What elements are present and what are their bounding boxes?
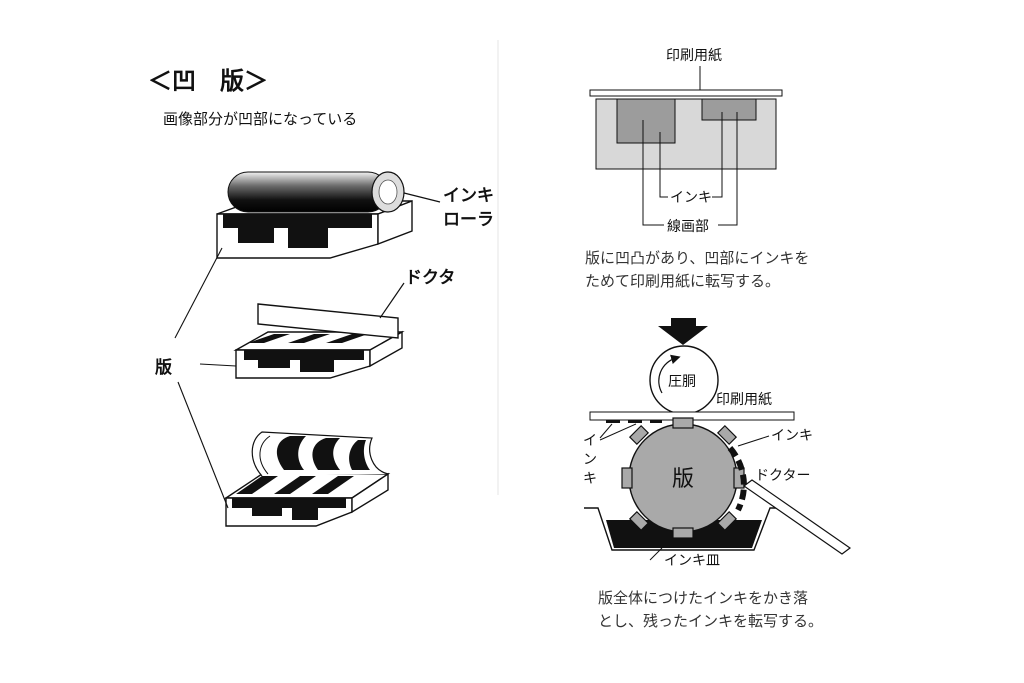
tr-caption-line1: 版に凹凸があり、凹部にインキを [585, 249, 809, 267]
br-ink-vertical-2: ン [583, 452, 597, 468]
plate-label-left: 版 [155, 357, 172, 378]
br-ink-label-right: インキ [771, 428, 813, 444]
tr-ink-well-left [616, 98, 676, 144]
doctor-blade [257, 303, 399, 339]
tr-ink-well-right [701, 98, 757, 121]
br-doctor-label: ドクター [755, 468, 810, 484]
br-ink-leader-left-2 [599, 423, 637, 441]
rotation-arrow-icon [658, 354, 681, 394]
plate-with-paper [223, 431, 391, 527]
ink-tray [584, 507, 790, 551]
pressure-arrow-icon [658, 318, 708, 345]
transferred-ink-1 [606, 420, 620, 423]
roller-label-line2: ローラ [443, 210, 494, 230]
plate-leader-middle [199, 363, 237, 367]
doctor-leader [379, 282, 405, 319]
doctor-blade-right [742, 479, 852, 555]
br-paper-label: 印刷用紙 [716, 392, 772, 408]
left-subtitle: 画像部分が凹部になっている [163, 110, 357, 128]
tr-caption-line2: ためて印刷用紙に転写する。 [585, 272, 780, 290]
tr-printing-paper [589, 89, 783, 97]
plate-with-doctor [233, 303, 405, 379]
ink-roller [227, 171, 389, 213]
roller-leader [403, 192, 441, 203]
plate-cylinder [621, 417, 747, 539]
tr-ink-leader-right [712, 112, 723, 198]
tr-paper-label: 印刷用紙 [666, 48, 722, 64]
br-ink-tray-leader [649, 547, 663, 561]
tr-ink-label: インキ [670, 190, 712, 206]
roller-label-line1: インキ [443, 186, 494, 206]
tr-ink-leader-left [659, 132, 668, 198]
plate-with-roller [216, 171, 413, 259]
br-ink-leader-right [737, 435, 770, 447]
br-ink-vertical-3: キ [583, 471, 597, 487]
transferred-ink-2 [628, 420, 642, 423]
tr-image-leader-right [718, 112, 738, 226]
br-plate-label: 版 [672, 467, 694, 492]
plate-leader-bottom [177, 381, 229, 509]
tr-image-leader-left [642, 120, 664, 226]
left-title: ＜凹 版＞ [148, 67, 268, 95]
tr-image-area-label: 線画部 [667, 219, 709, 235]
br-caption-line1: 版全体につけたインキをかき落 [598, 589, 808, 607]
br-ink-vertical-1: イ [583, 433, 597, 449]
transferred-ink-3 [650, 420, 662, 423]
doctor-label-left: ドクタ [405, 268, 455, 288]
impression-label: 圧胴 [668, 374, 696, 390]
br-caption-line2: とし、残ったインキを転写する。 [598, 612, 823, 630]
plate-leader-top [174, 247, 223, 339]
br-ink-leader-left-1 [599, 423, 613, 439]
br-ink-tray-label: インキ皿 [664, 553, 720, 569]
